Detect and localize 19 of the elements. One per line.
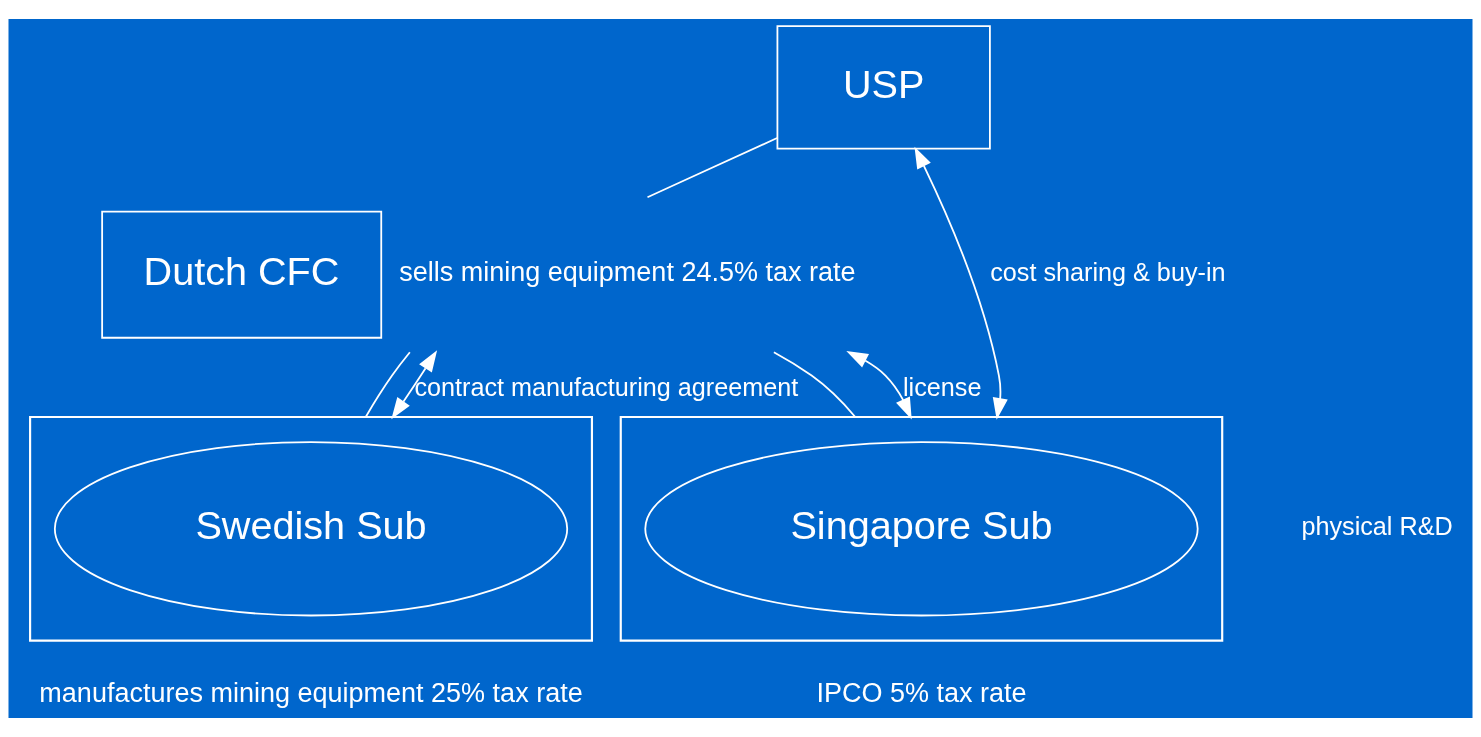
node-ellipse: Swedish Sub: [53, 441, 569, 617]
node-label: IPCO 5% tax rate: [816, 677, 1027, 708]
arrow: [846, 350, 912, 420]
edge-label: contract manufacturing agreement: [414, 372, 799, 401]
connector: [773, 351, 857, 418]
cluster: [29, 415, 594, 642]
arrow: [914, 146, 1008, 420]
connector: [646, 137, 778, 199]
label: physical R&D: [1301, 512, 1453, 541]
node-box: USP: [776, 25, 991, 150]
node-label: sells mining equipment 24.5% tax rate: [399, 257, 856, 288]
arrow: [391, 350, 438, 420]
node-box: Dutch CFC: [101, 210, 383, 339]
edge-label: license: [902, 372, 982, 401]
connector: [364, 351, 411, 418]
node-ellipse: Singapore Sub: [644, 441, 1199, 617]
edge-label: cost sharing & buy-in: [990, 258, 1226, 287]
cluster: [619, 415, 1224, 642]
node-label: manufactures mining equipment 25% tax rate: [39, 677, 583, 708]
